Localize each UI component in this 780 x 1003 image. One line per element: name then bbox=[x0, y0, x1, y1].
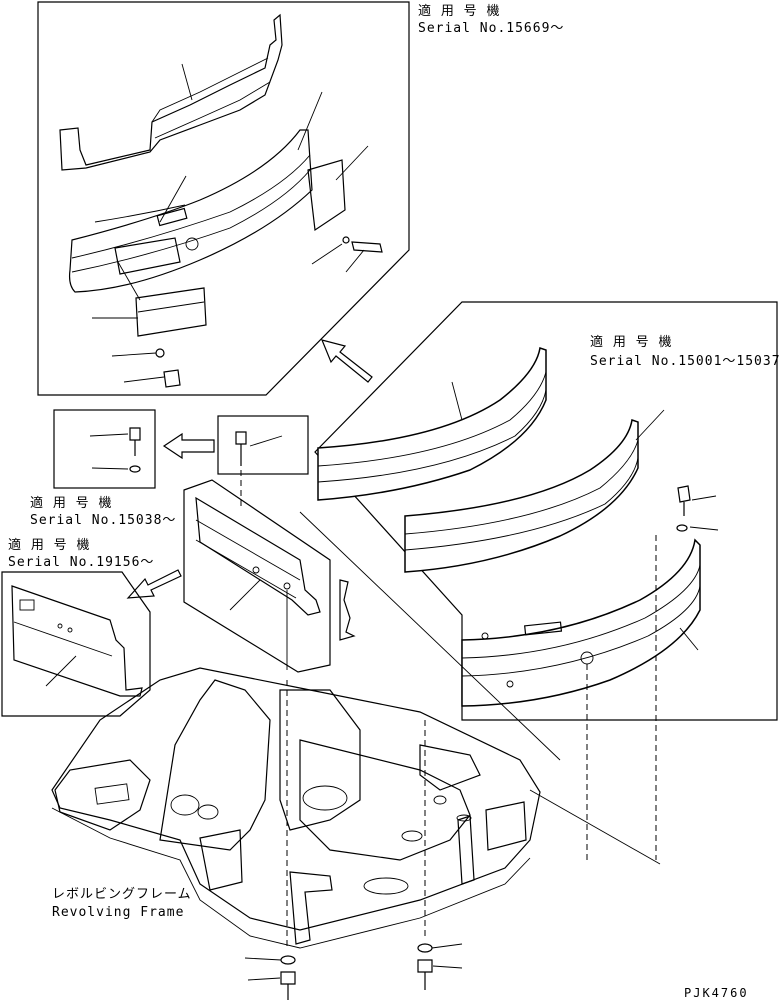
serial-mid-label: Serial No.15038～ bbox=[30, 513, 176, 528]
revolving-frame bbox=[51, 511, 661, 949]
inset-top bbox=[37, 1, 410, 396]
bottom-hardware bbox=[244, 943, 463, 1000]
serial-left-jp: 適 用 号 機 bbox=[8, 537, 90, 553]
bolt-box-right bbox=[217, 415, 309, 475]
serial-left-label: Serial No.19156～ bbox=[8, 555, 154, 570]
frame-label-en: Revolving Frame bbox=[52, 905, 184, 920]
serial-right-label: Serial No.15001～15037 bbox=[590, 354, 780, 369]
serial-mid-jp: 適 用 号 機 bbox=[30, 495, 112, 511]
serial-top-jp: 適 用 号 機 bbox=[418, 3, 500, 19]
serial-right-jp: 適 用 号 機 bbox=[590, 334, 672, 350]
left-cover-panel bbox=[1, 571, 151, 717]
arrow-up-icon bbox=[320, 339, 373, 383]
drawing-code: PJK4760 bbox=[684, 986, 749, 1000]
middle-cover-panel bbox=[183, 470, 331, 673]
bracket-part bbox=[339, 579, 356, 641]
inset-right bbox=[314, 301, 778, 860]
frame-label-jp: レボルビングフレーム bbox=[52, 887, 192, 902]
arrow-down-left-icon bbox=[126, 569, 182, 599]
bolt-box-left bbox=[53, 409, 156, 489]
arrow-left-icon bbox=[162, 432, 215, 460]
serial-top-label: Serial No.15669～ bbox=[418, 21, 564, 36]
